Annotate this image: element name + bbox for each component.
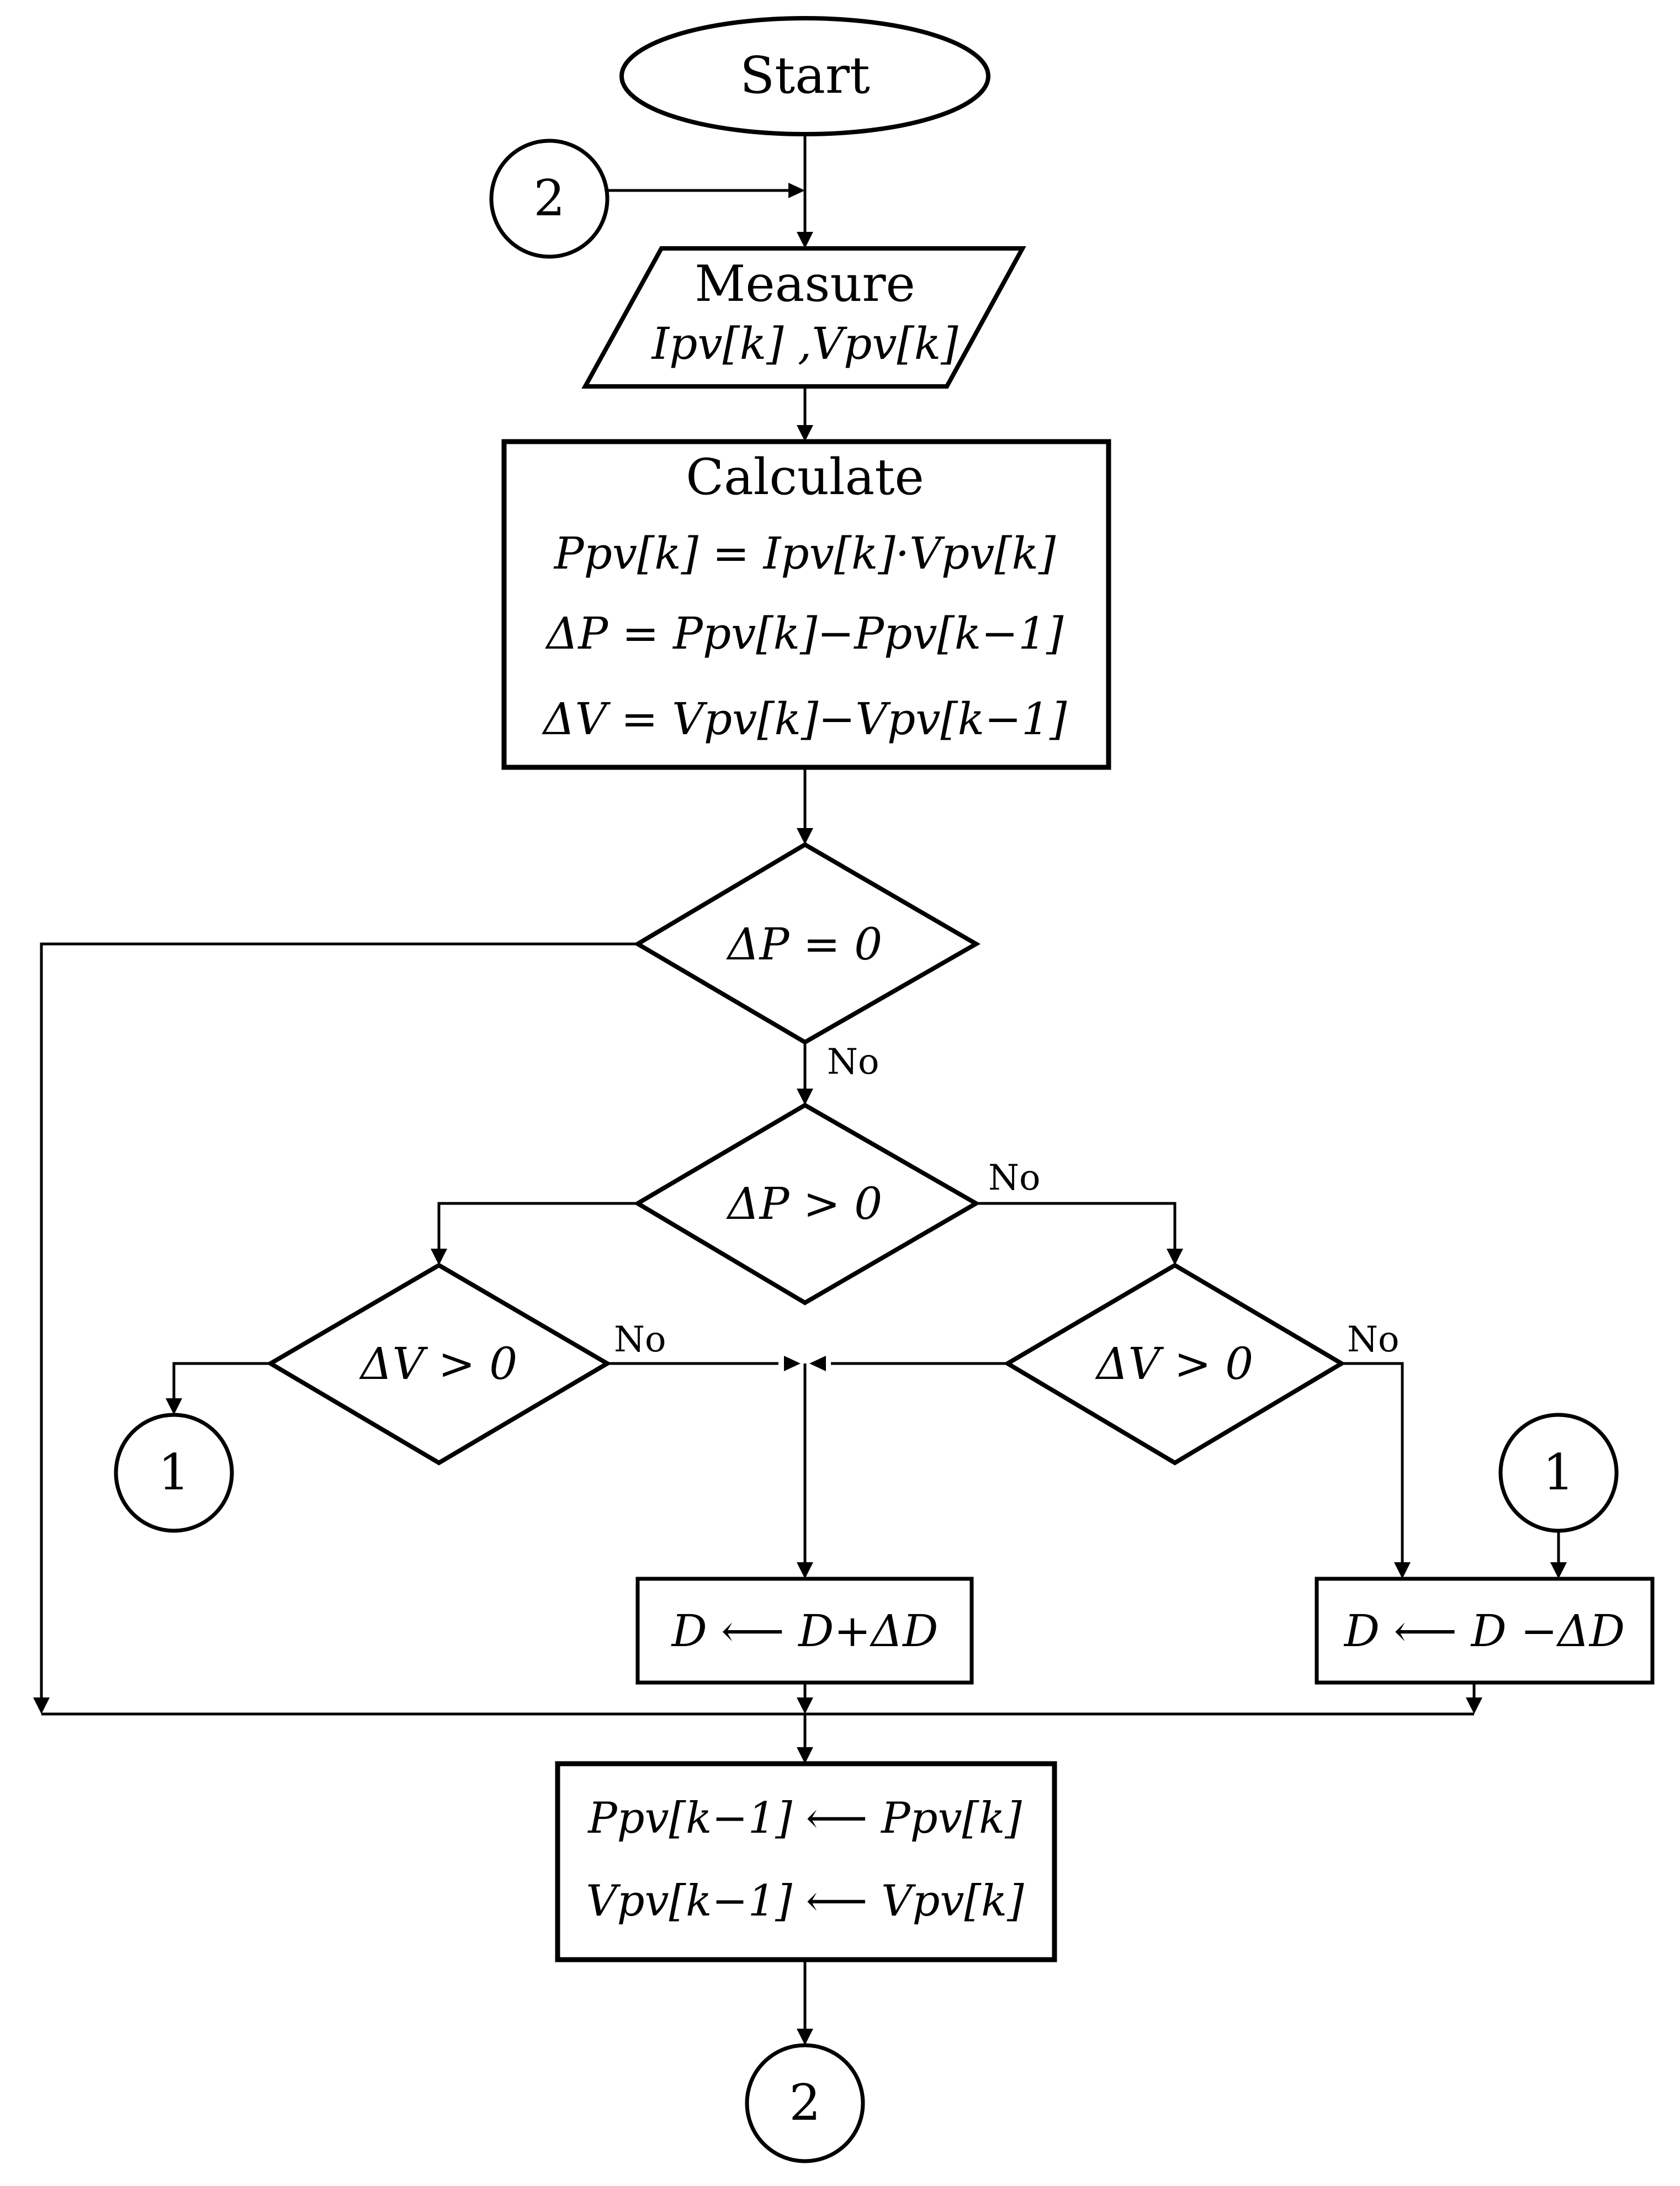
- decrease-duty-box[interactable]: [1315, 1577, 1655, 1685]
- measure-io-box: [581, 246, 1026, 389]
- calculate-dv-eq: ΔV = Vpv[k]−Vpv[k−1]: [542, 693, 1067, 745]
- connector-2-top-label: 2: [533, 169, 565, 227]
- measure-title: Measure: [695, 255, 915, 313]
- update-voltage-label: Vpv[k−1] ⟵ Vpv[k]: [586, 1876, 1024, 1926]
- calculate-process-box[interactable]: [501, 439, 1111, 770]
- measure-vars: Ipv[k] ,Vpv[k]: [651, 318, 959, 369]
- connector-1-right-label: 1: [1543, 1444, 1574, 1501]
- increase-duty-label: D ⟵ D+ΔD: [671, 1605, 939, 1657]
- decision-dp-zero-label: ΔP = 0: [726, 919, 882, 970]
- start-label: Start: [740, 46, 870, 105]
- flow-lines: [40, 134, 1560, 2034]
- decision-dv-left-label: ΔV > 0: [359, 1338, 517, 1389]
- connector-2-top: [489, 139, 610, 259]
- decision-dp-pos-label: ΔP > 0: [726, 1178, 882, 1229]
- connector-2-bottom-label: 2: [789, 2074, 820, 2132]
- decrease-duty-label: D ⟵ D −ΔD: [1343, 1605, 1625, 1657]
- decision-dv-right-label: ΔV > 0: [1095, 1338, 1253, 1389]
- decision-dv-right[interactable]: [1003, 1262, 1346, 1466]
- no-label-dv-left: No: [614, 1319, 666, 1360]
- update-power-label: Ppv[k−1] ⟵ Ppv[k]: [587, 1794, 1022, 1843]
- no-label-dp-pos: No: [988, 1158, 1041, 1198]
- decision-dv-left[interactable]: [266, 1262, 612, 1466]
- calculate-title: Calculate: [686, 448, 924, 506]
- no-label-dp-zero: No: [827, 1042, 879, 1083]
- calculate-dp-eq: ΔP = Ppv[k]−Ppv[k−1]: [545, 608, 1064, 659]
- decision-dp-pos[interactable]: [633, 1102, 981, 1306]
- arrowheads: [33, 183, 1567, 2045]
- calculate-power-eq: Ppv[k] = Ipv[k]·Vpv[k]: [553, 528, 1056, 579]
- update-process-box[interactable]: [555, 1761, 1057, 1962]
- no-label-dv-right: No: [1347, 1319, 1400, 1360]
- connector-1-left-label: 1: [158, 1444, 189, 1501]
- increase-duty-box[interactable]: [635, 1577, 974, 1685]
